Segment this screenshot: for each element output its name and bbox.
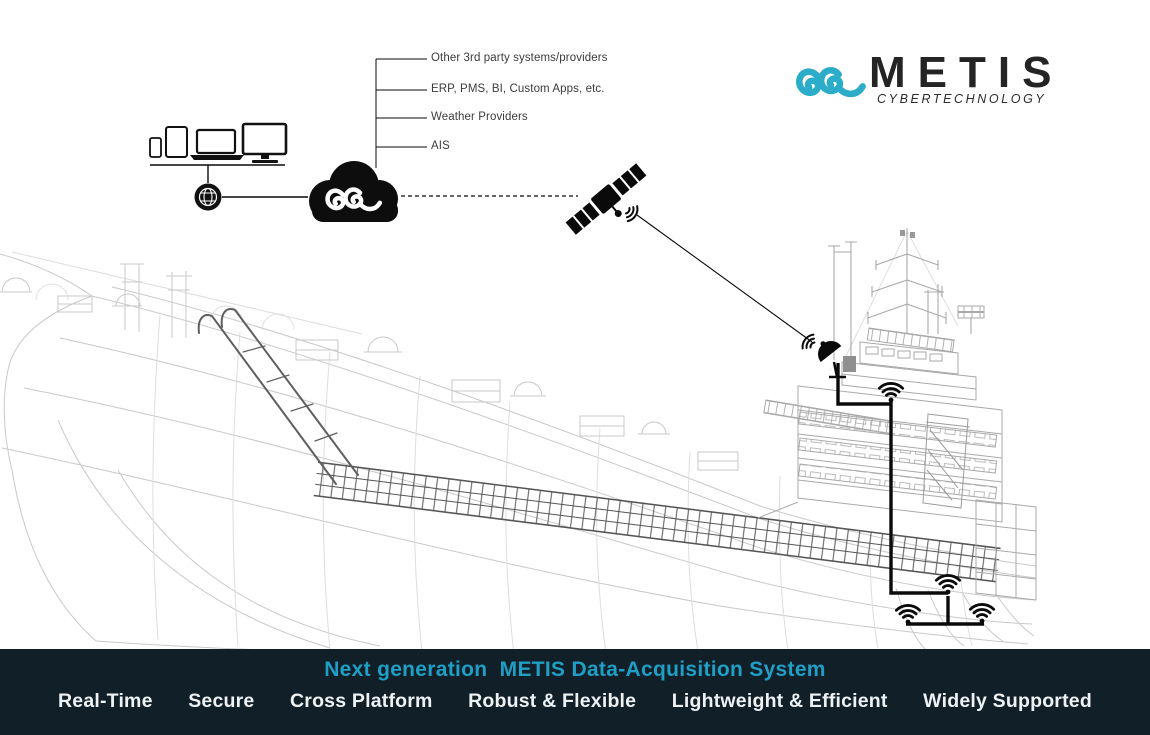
wifi-icon-left — [894, 604, 922, 626]
ship-wireframe — [0, 228, 1037, 656]
wifi-icon-right — [968, 603, 996, 625]
source-label-weather: Weather Providers — [431, 111, 528, 123]
connectors — [150, 58, 984, 626]
superstructure — [757, 228, 1037, 601]
source-label-ais: AIS — [431, 140, 450, 152]
source-label-erp: ERP, PMS, BI, Custom Apps, etc. — [431, 83, 605, 95]
feature-cross-platform: Cross Platform — [290, 690, 433, 712]
satellite-to-ship-line — [636, 214, 813, 343]
satellite-dish-icon — [798, 331, 846, 379]
feature-list: Real-Time Secure Cross Platform Robust &… — [0, 690, 1150, 713]
node-icons — [149, 122, 996, 626]
metis-logo: METIS CYBERTECHNOLOGY — [795, 48, 1095, 112]
globe-icon — [194, 183, 222, 211]
tablet-icon — [165, 126, 188, 158]
feature-real-time: Real-Time — [58, 690, 153, 712]
brand-name: METIS — [869, 48, 1064, 97]
laptop-icon — [190, 128, 244, 160]
devices-bus-line — [150, 164, 285, 183]
gangway — [197, 308, 359, 485]
shore-devices — [149, 122, 288, 163]
feature-robust: Robust & Flexible — [468, 690, 637, 712]
wifi-icon-bridge — [877, 382, 905, 404]
feature-secure: Secure — [188, 690, 255, 712]
feature-lightweight: Lightweight & Efficient — [671, 690, 888, 712]
deck-railing — [313, 461, 1001, 583]
satellite-signal-icon — [622, 202, 642, 225]
metis-cloud-icon — [309, 161, 398, 222]
bottom-banner: Next generation METIS Data-Acquisition S… — [0, 649, 1150, 735]
source-label-3rd-party: Other 3rd party systems/providers — [431, 52, 608, 64]
satellite-icon — [565, 163, 647, 235]
banner-heading: Next generation METIS Data-Acquisition S… — [324, 658, 826, 681]
smartphone-icon — [149, 137, 162, 158]
brand-subtitle: CYBERTECHNOLOGY — [877, 92, 1047, 106]
feature-supported: Widely Supported — [923, 690, 1092, 712]
monitor-icon — [241, 122, 288, 163]
metis-wave-icon — [795, 61, 867, 103]
shipboard-network-lines — [836, 363, 984, 626]
sources-bracket — [375, 58, 427, 168]
